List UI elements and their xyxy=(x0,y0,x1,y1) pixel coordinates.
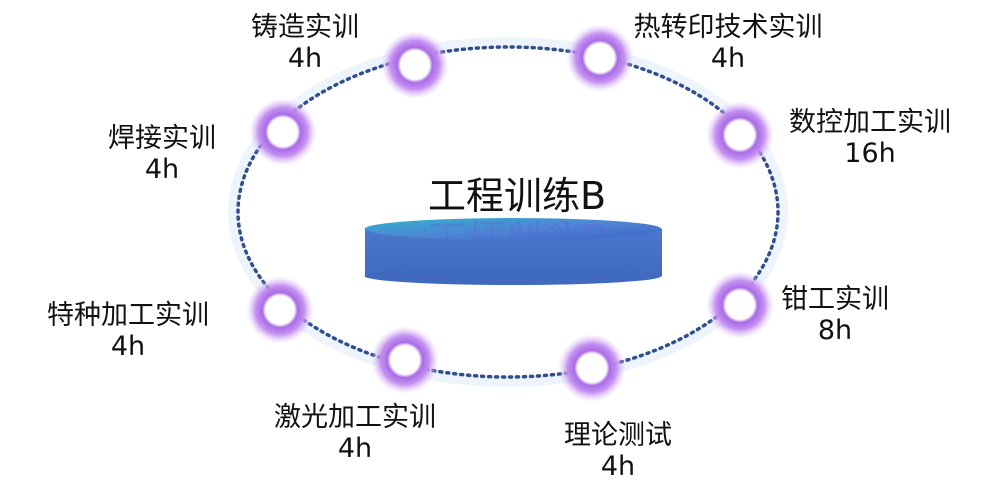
node-ring xyxy=(566,24,634,92)
node-ring-core xyxy=(267,297,293,323)
node-ring-core xyxy=(402,52,428,78)
node-course-name: 铸造实训 xyxy=(251,12,359,43)
node-hours: 4h xyxy=(600,451,636,482)
orbit-glow xyxy=(228,37,788,387)
node-ring-core xyxy=(270,119,296,145)
node-hours: 8h xyxy=(817,315,853,346)
node-hours: 16h xyxy=(844,138,896,169)
node-rings xyxy=(246,24,774,402)
node-course-name: 钳工实训 xyxy=(781,284,889,315)
node-hours: 4h xyxy=(287,43,323,74)
node-ring-core xyxy=(727,122,753,148)
center-title: 工程训练B xyxy=(427,174,607,218)
node-hours: 4h xyxy=(110,331,146,362)
center-disc xyxy=(364,218,662,285)
center-title-reflection: 工程训练B xyxy=(427,215,607,259)
node-course-name: 激光加工实训 xyxy=(274,402,436,433)
node-ring xyxy=(706,271,774,339)
node-ring xyxy=(558,334,626,402)
node-course-name: 数控加工实训 xyxy=(789,107,951,138)
node-hours: 4h xyxy=(144,154,180,185)
orbit-dotted-ellipse xyxy=(236,45,780,379)
node-course-name: 焊接实训 xyxy=(108,123,216,154)
node-ring-core xyxy=(579,355,605,381)
node-ring xyxy=(371,326,439,394)
node-hours: 4h xyxy=(710,43,746,74)
node-ring xyxy=(246,276,314,344)
node-ring xyxy=(706,101,774,169)
node-ring-core xyxy=(727,292,753,318)
node-ring-core xyxy=(392,347,418,373)
center-disc-top xyxy=(364,218,662,240)
node-ring xyxy=(249,98,317,166)
node-ring-core xyxy=(587,45,613,71)
node-hours: 4h xyxy=(337,433,373,464)
node-ring xyxy=(381,31,449,99)
center-disc-bottom xyxy=(364,267,662,285)
node-course-name: 热转印技术实训 xyxy=(633,12,823,43)
node-course-name: 理论测试 xyxy=(564,420,672,451)
node-course-name: 特种加工实训 xyxy=(47,300,209,331)
